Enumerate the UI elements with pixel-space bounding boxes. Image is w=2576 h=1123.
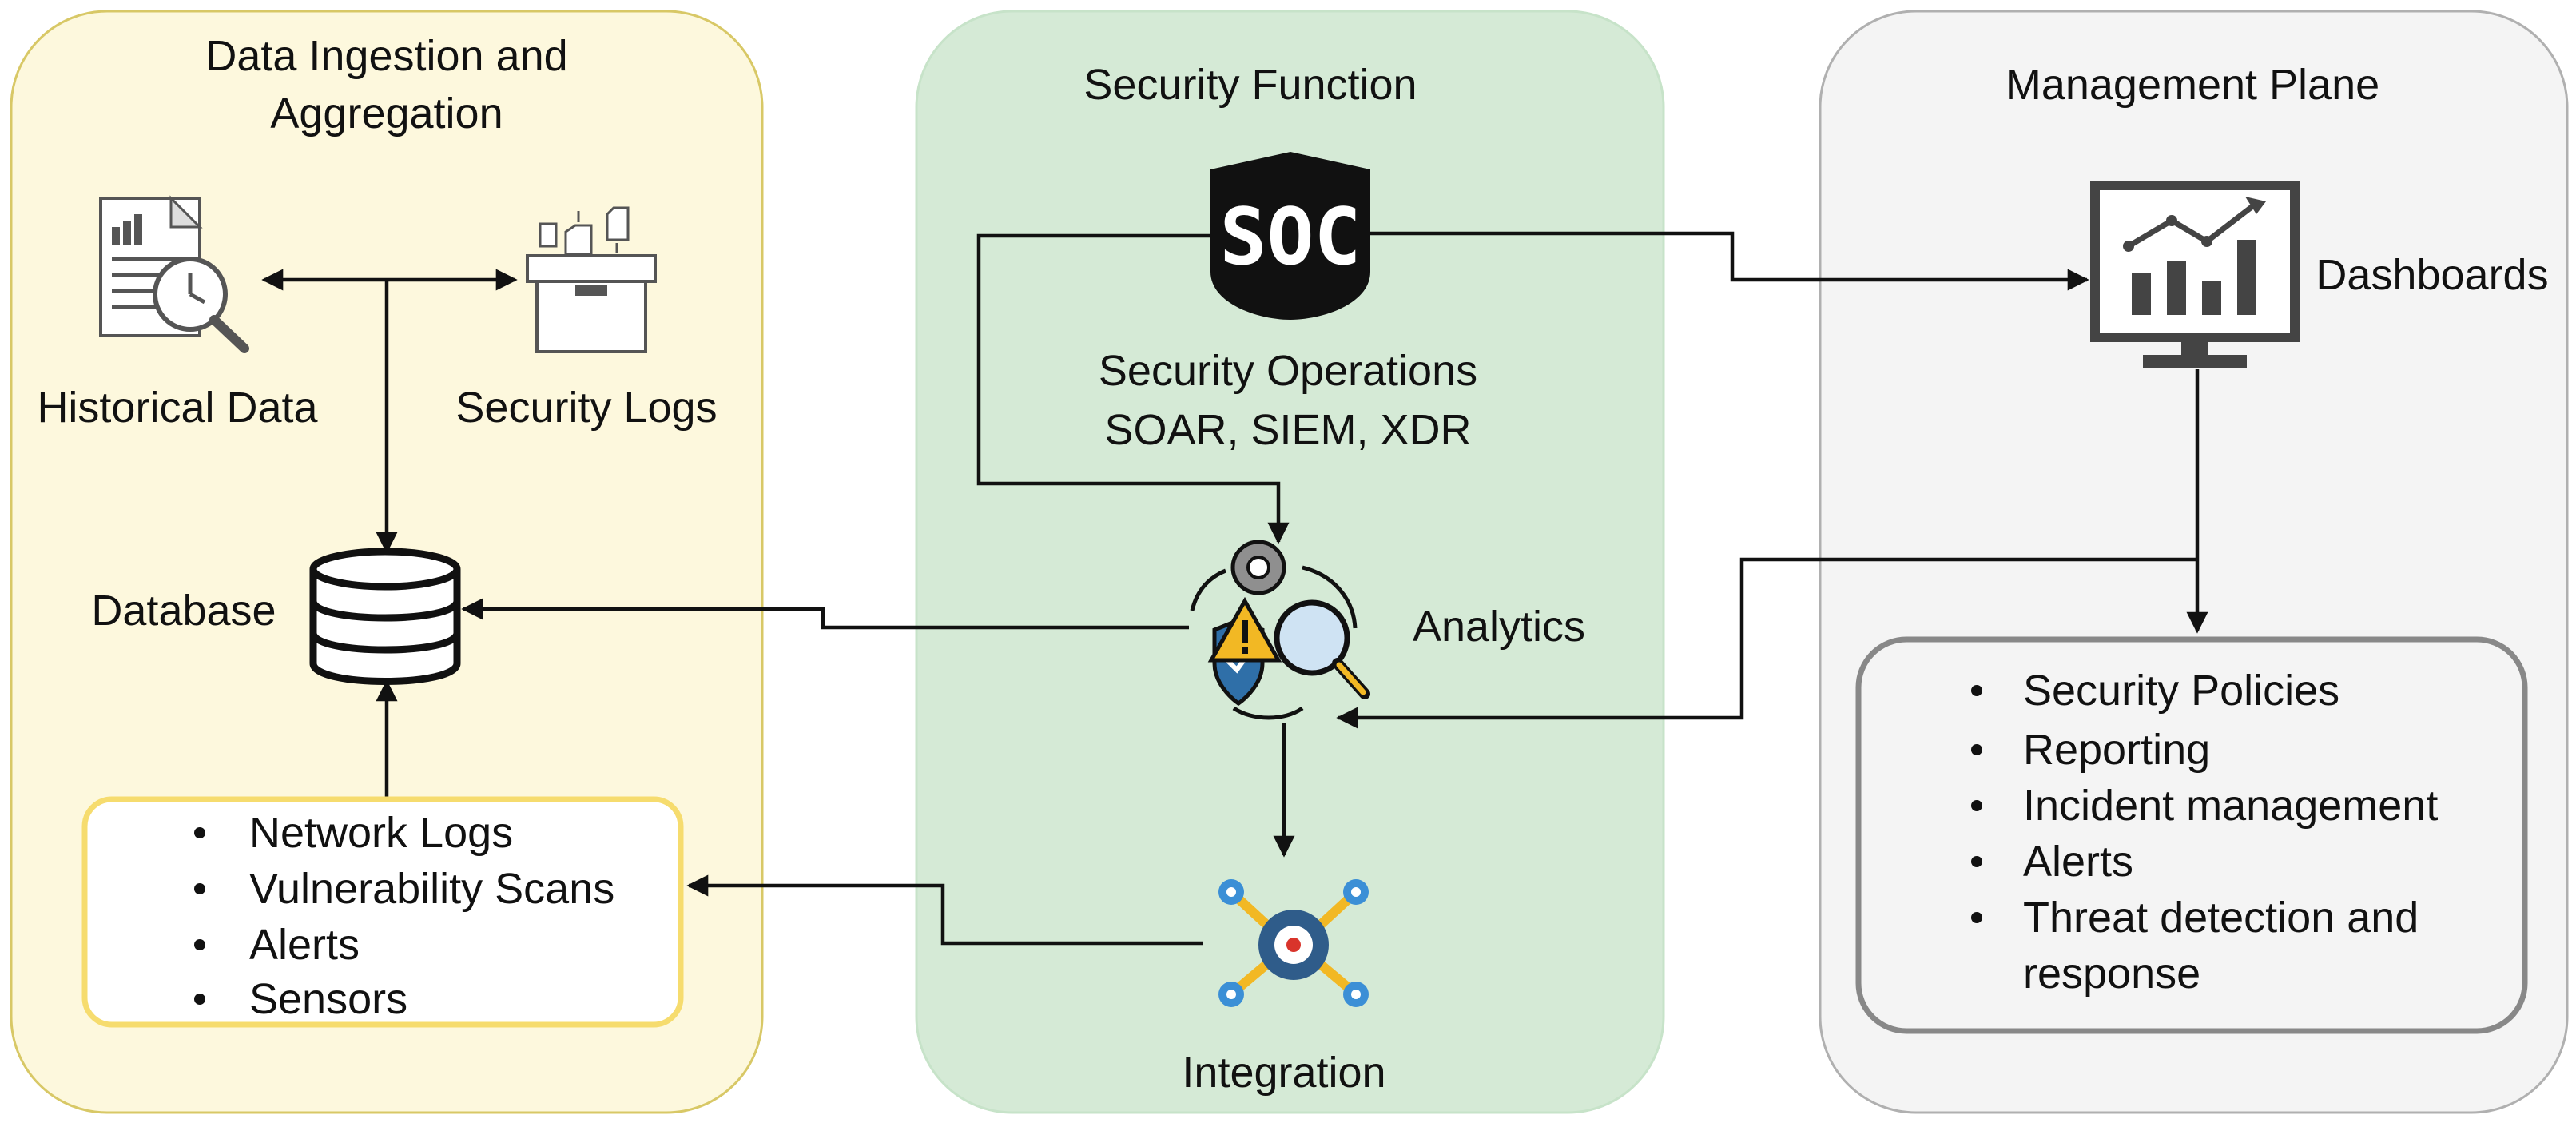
security-operations-label-line1: Security Operations bbox=[1099, 347, 1477, 395]
integration-gears-icon bbox=[1218, 879, 1369, 1007]
management-item-incident-management: Incident management bbox=[2023, 782, 2438, 830]
sources-item-alerts: Alerts bbox=[249, 921, 360, 969]
database-icon bbox=[309, 548, 461, 685]
bullet bbox=[1971, 800, 1982, 811]
edge-management-to-analytics bbox=[1336, 557, 2197, 729]
log-inbox-icon bbox=[526, 206, 657, 353]
analytics-label: Analytics bbox=[1413, 603, 1585, 651]
database-label: Database bbox=[91, 587, 276, 635]
historical-data-label: Historical Data bbox=[37, 384, 318, 432]
soc-shield-icon: SOC bbox=[1210, 152, 1370, 320]
panel-security-function-title: Security Function bbox=[1083, 61, 1417, 109]
sources-list-frame bbox=[81, 796, 684, 1028]
panel-management-plane-title: Management Plane bbox=[2006, 61, 2379, 109]
sources-item-network-logs: Network Logs bbox=[249, 809, 513, 857]
sources-list-box: Network Logs Vulnerability Scans Alerts … bbox=[81, 796, 684, 1028]
soc-badge-text: SOC bbox=[1219, 192, 1361, 283]
dashboards-label: Dashboards bbox=[2316, 251, 2548, 299]
panel-data-ingestion-title-line2: Aggregation bbox=[270, 90, 503, 137]
edge-analytics-to-database bbox=[461, 598, 1189, 630]
bullet bbox=[1971, 856, 1982, 867]
management-item-alerts: Alerts bbox=[2023, 838, 2133, 886]
bullet bbox=[194, 827, 205, 838]
edge-soc-to-analytics bbox=[976, 233, 1290, 544]
edge-soc-to-dashboards bbox=[1368, 231, 2089, 291]
management-list-frame bbox=[1855, 636, 2528, 1034]
security-operations-label-line2: SOAR, SIEM, XDR bbox=[1104, 406, 1471, 454]
security-logs-label: Security Logs bbox=[455, 384, 717, 432]
sources-item-sensors: Sensors bbox=[249, 975, 407, 1023]
document-search-icon bbox=[99, 195, 249, 353]
bullet bbox=[1971, 744, 1982, 755]
edge-integration-to-sources bbox=[686, 874, 1203, 946]
bullet bbox=[1971, 912, 1982, 923]
integration-label: Integration bbox=[1182, 1049, 1385, 1097]
monitor-chart-icon bbox=[2090, 181, 2300, 368]
panel-data-ingestion-title-line1: Data Ingestion and bbox=[205, 32, 567, 80]
panel-security-function: Security Function bbox=[915, 10, 1665, 1114]
edges bbox=[261, 231, 2208, 946]
management-item-security-policies: Security Policies bbox=[2023, 667, 2339, 715]
bullet bbox=[194, 883, 205, 894]
sources-item-vulnerability-scans: Vulnerability Scans bbox=[249, 865, 614, 913]
bullet bbox=[194, 994, 205, 1005]
bullet bbox=[1971, 685, 1982, 696]
management-item-threat-detection-cont: response bbox=[2023, 950, 2200, 998]
bullet bbox=[194, 939, 205, 950]
management-item-threat-detection: Threat detection and bbox=[2023, 894, 2419, 942]
management-list-box: Security Policies Reporting Incident man… bbox=[1855, 636, 2528, 1034]
management-item-reporting: Reporting bbox=[2023, 726, 2210, 774]
analytics-gear-search-icon bbox=[1190, 540, 1370, 720]
panel-security-function-bg bbox=[915, 10, 1665, 1114]
